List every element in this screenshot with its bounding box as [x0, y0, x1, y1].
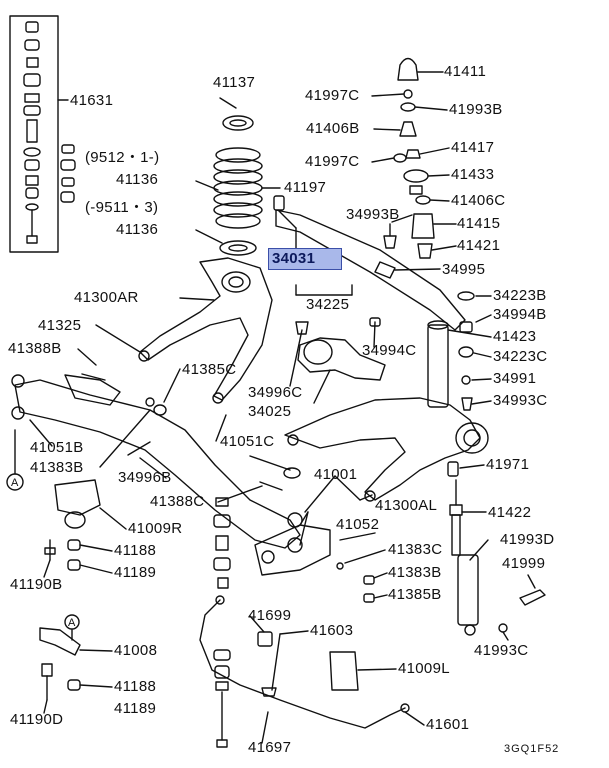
- part-label-41051C[interactable]: 41051C: [220, 433, 275, 450]
- hardware-kit-frame: [9, 15, 59, 253]
- coil-spring: [213, 115, 263, 256]
- part-label-41137[interactable]: 41137: [213, 74, 256, 91]
- part-label-41300AL[interactable]: 41300AL: [375, 497, 438, 514]
- part-label-41406B[interactable]: 41406B: [306, 120, 360, 137]
- part-label-41601[interactable]: 41601: [426, 716, 470, 733]
- part-label-34223C[interactable]: 34223C: [493, 348, 548, 365]
- highlight-box[interactable]: [268, 248, 342, 270]
- stabilizer-bush: [257, 631, 273, 647]
- part-label-34225[interactable]: 34225: [306, 296, 350, 313]
- diff-bracket-34025: [297, 337, 386, 381]
- ref-marker-a-lower: [64, 614, 80, 630]
- part-label-34996C[interactable]: 34996C: [248, 384, 303, 401]
- part-label-41993C[interactable]: 41993C: [474, 642, 529, 659]
- ref-marker-a-left-label: A: [11, 477, 19, 489]
- part-label-41325[interactable]: 41325: [38, 317, 82, 334]
- part-label-41406C[interactable]: 41406C: [451, 192, 506, 209]
- part-label-41999[interactable]: 41999: [502, 555, 546, 572]
- part-label-41699[interactable]: 41699: [248, 607, 292, 624]
- ref-marker-a-lower-label: A: [68, 617, 76, 629]
- part-label-34996B[interactable]: 34996B: [118, 469, 172, 486]
- part-label-41971[interactable]: 41971: [486, 456, 530, 473]
- part-label-34991[interactable]: 34991: [493, 370, 537, 387]
- part-label-41188-b[interactable]: 41188: [114, 678, 157, 695]
- part-label-date-9512: (9512・1-): [85, 149, 160, 166]
- part-label-41993B[interactable]: 41993B: [449, 101, 503, 118]
- part-label-41136-b[interactable]: 41136: [116, 221, 159, 238]
- part-label-41009R[interactable]: 41009R: [128, 520, 183, 537]
- shock-absorber: [457, 554, 479, 626]
- part-label-41415[interactable]: 41415: [457, 215, 501, 232]
- part-label-41189-b[interactable]: 41189: [114, 700, 157, 717]
- part-label-41051B[interactable]: 41051B: [30, 439, 84, 456]
- part-label-41190B[interactable]: 41190B: [10, 576, 63, 593]
- part-label-41417[interactable]: 41417: [451, 139, 495, 156]
- part-label-41421[interactable]: 41421: [457, 237, 501, 254]
- part-label-41009L[interactable]: 41009L: [398, 660, 450, 677]
- part-label-41052[interactable]: 41052: [336, 516, 380, 533]
- part-label-41411[interactable]: 41411: [444, 63, 487, 80]
- lateral-rod: [275, 209, 466, 331]
- bump-stop-41411: [397, 57, 419, 81]
- part-label-41383B-a[interactable]: 41383B: [30, 459, 84, 476]
- part-label-41383C[interactable]: 41383C: [388, 541, 443, 558]
- part-label-41423[interactable]: 41423: [493, 328, 537, 345]
- bracket-41008: [39, 627, 81, 656]
- spring-seat-41415: [411, 213, 435, 239]
- subframe-mount-right: [54, 479, 101, 516]
- diagram-code: 3GQ1F52: [504, 743, 560, 755]
- diff-mount: [254, 524, 331, 576]
- part-label-date-9511: (-9511・3): [85, 199, 159, 216]
- part-label-41001[interactable]: 41001: [314, 466, 358, 483]
- part-label-34994C[interactable]: 34994C: [362, 342, 417, 359]
- part-label-41197[interactable]: 41197: [284, 179, 327, 196]
- part-label-34995[interactable]: 34995: [442, 261, 486, 278]
- part-label-41433[interactable]: 41433: [451, 166, 495, 183]
- part-label-41631[interactable]: 41631: [70, 92, 114, 109]
- subframe-mount-left: [329, 651, 359, 691]
- part-label-41385B[interactable]: 41385B: [388, 586, 442, 603]
- part-label-41383B-b[interactable]: 41383B: [388, 564, 442, 581]
- stabilizer-link-column: [213, 497, 231, 748]
- part-label-41008[interactable]: 41008: [114, 642, 158, 659]
- part-label-41136-a[interactable]: 41136: [116, 171, 159, 188]
- part-label-41388B[interactable]: 41388B: [8, 340, 62, 357]
- part-label-41388C[interactable]: 41388C: [150, 493, 205, 510]
- stabilizer-bar: [199, 599, 406, 729]
- part-label-41993D[interactable]: 41993D: [500, 531, 555, 548]
- part-label-34993C[interactable]: 34993C: [493, 392, 548, 409]
- trailing-arm-right: [139, 257, 273, 401]
- part-label-41997C-a[interactable]: 41997C: [305, 87, 360, 104]
- trailing-arm-left: [284, 397, 481, 501]
- part-label-34025[interactable]: 34025: [248, 403, 292, 420]
- part-label-41189-a[interactable]: 41189: [114, 564, 157, 581]
- part-label-41188-a[interactable]: 41188: [114, 542, 157, 559]
- part-label-41385C[interactable]: 41385C: [182, 361, 237, 378]
- part-label-34223B[interactable]: 34223B: [493, 287, 547, 304]
- part-label-34031[interactable]: 34031: [272, 250, 316, 267]
- part-label-41603[interactable]: 41603: [310, 622, 354, 639]
- part-label-34994B[interactable]: 34994B: [493, 306, 547, 323]
- part-label-41300AR[interactable]: 41300AR: [74, 289, 139, 306]
- part-label-34993B[interactable]: 34993B: [346, 206, 400, 223]
- hardware-stack-41631: [23, 21, 41, 244]
- part-label-41190D[interactable]: 41190D: [10, 711, 64, 728]
- shock-boot: [427, 324, 449, 408]
- part-label-41422[interactable]: 41422: [488, 504, 532, 521]
- bush-column: [60, 144, 76, 203]
- part-label-41997C-b[interactable]: 41997C: [305, 153, 360, 170]
- part-label-41697[interactable]: 41697: [248, 739, 292, 756]
- crossmember: [14, 379, 301, 549]
